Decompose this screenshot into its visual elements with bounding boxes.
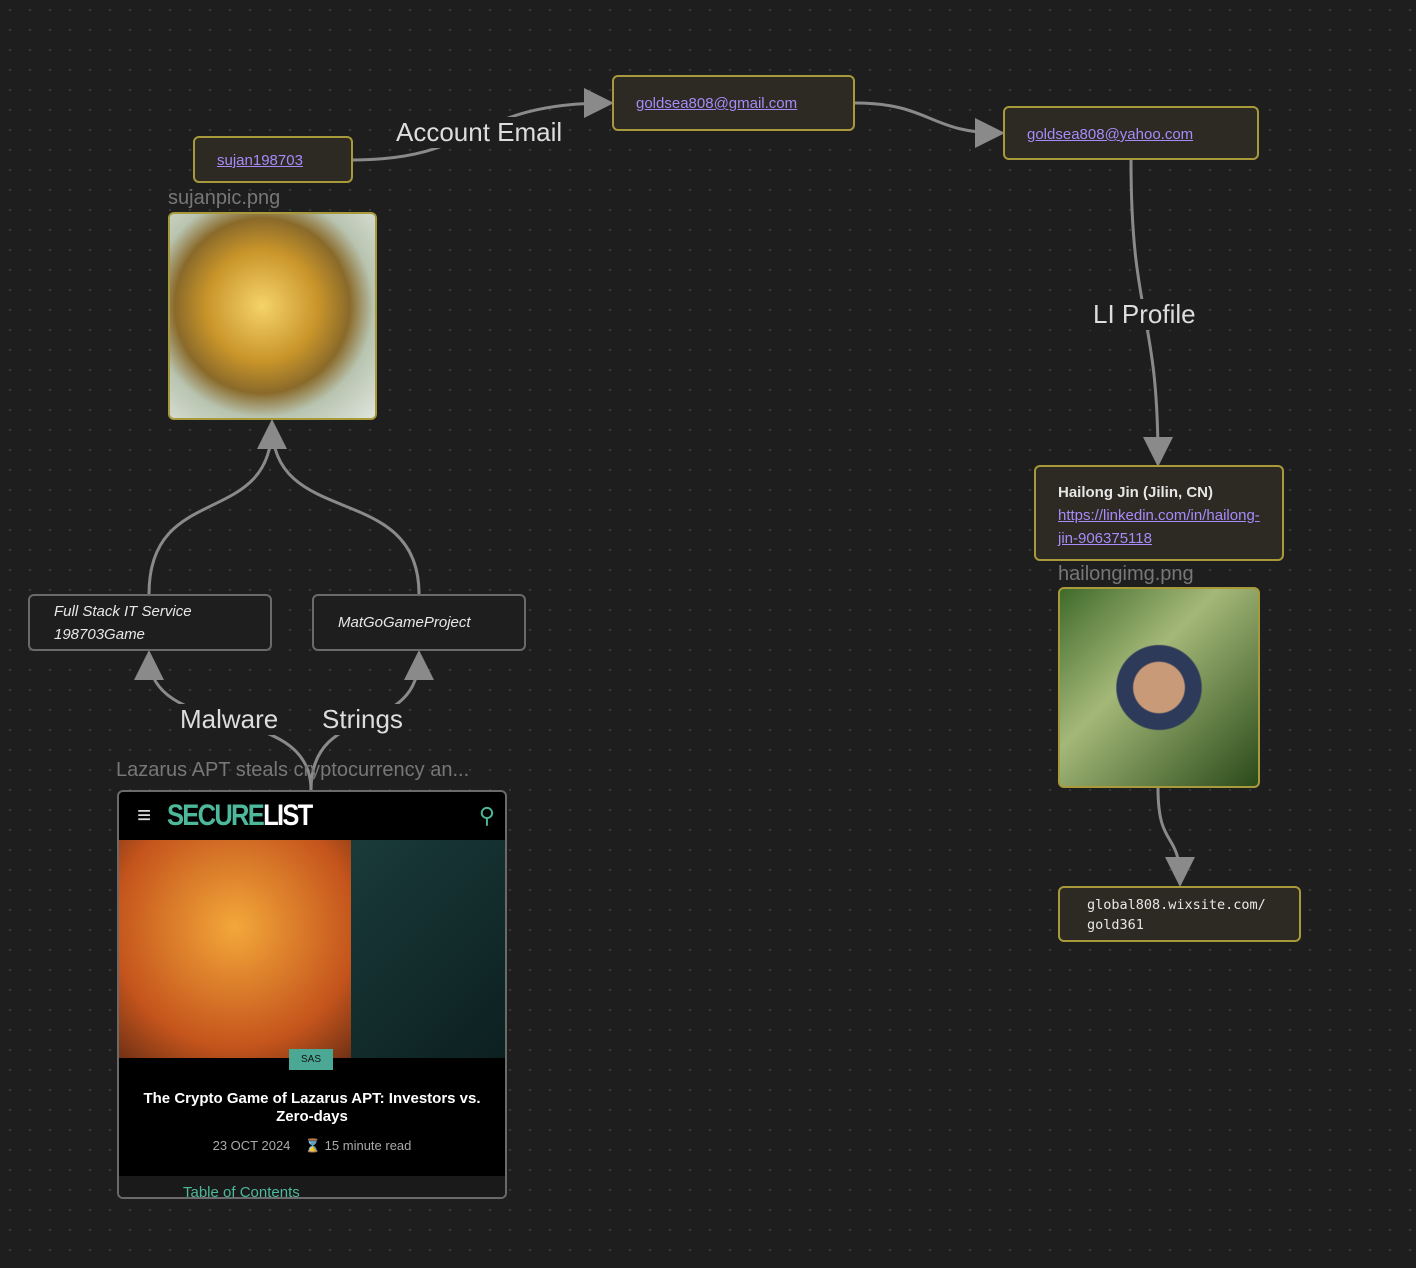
article-image: SAS bbox=[119, 840, 505, 1070]
node-hailong[interactable]: Hailong Jin (Jilin, CN) https://linkedin… bbox=[1034, 465, 1284, 561]
edge-label-li-profile: LI Profile bbox=[1089, 299, 1200, 330]
fullstack-line1: Full Stack IT Service bbox=[54, 602, 192, 620]
global-line2: gold361 bbox=[1087, 917, 1144, 933]
node-global[interactable]: global808.wixsite.com/ gold361 bbox=[1058, 886, 1301, 942]
gmail-link[interactable]: goldsea808@gmail.com bbox=[636, 95, 798, 112]
node-securelist[interactable]: ≡ SECURELIST ⚲ SAS The Crypto Game of La… bbox=[117, 790, 507, 1199]
edge-matgo-gold bbox=[270, 424, 421, 595]
search-icon: ⚲ bbox=[478, 803, 495, 828]
node-fullstack[interactable]: Full Stack IT Service 198703Game bbox=[28, 594, 272, 651]
linkedin-link[interactable]: https://linkedin.com/in/hailong-jin-9063… bbox=[1058, 507, 1260, 547]
article-title: The Crypto Game of Lazarus APT: Investor… bbox=[143, 1090, 481, 1125]
gold-image-label: sujanpic.png bbox=[168, 187, 281, 209]
toc-label: Table of Contents bbox=[183, 1184, 300, 1199]
logo-list: LIST bbox=[263, 799, 313, 832]
read-time: 15 minute read bbox=[324, 1138, 412, 1153]
tag-badge: SAS bbox=[289, 1049, 334, 1070]
hailong-image-label: hailongimg.png bbox=[1058, 563, 1194, 585]
edge-fullstack-gold bbox=[147, 419, 287, 595]
toc-bar[interactable]: Table of Contents bbox=[119, 1176, 505, 1199]
node-yahoo[interactable]: goldsea808@yahoo.com bbox=[1003, 106, 1259, 160]
sujan-link[interactable]: sujan198703 bbox=[217, 152, 303, 169]
edge-label-account-email: Account Email bbox=[392, 117, 567, 148]
edge-gmail-yahoo bbox=[854, 101, 1005, 148]
edge-photo-global bbox=[1156, 787, 1195, 887]
edge-label-strings: Strings bbox=[318, 704, 407, 735]
securelist-label: Lazarus APT steals cryptocurrency an... bbox=[116, 759, 470, 781]
fullstack-line2: 198703Game bbox=[54, 625, 145, 643]
hailong-name: Hailong Jin (Jilin, CN) bbox=[1058, 484, 1214, 501]
article-date: 23 OCT 2024 bbox=[212, 1138, 291, 1153]
node-gold-bars-image[interactable] bbox=[168, 212, 377, 420]
edge-label-malware: Malware bbox=[176, 704, 283, 735]
yahoo-link[interactable]: goldsea808@yahoo.com bbox=[1027, 126, 1194, 143]
matgo-text: MatGoGameProject bbox=[338, 614, 471, 631]
logo-secure: SECURE bbox=[167, 799, 265, 832]
node-sujan[interactable]: sujan198703 bbox=[193, 136, 353, 183]
node-hailong-photo[interactable] bbox=[1058, 587, 1260, 788]
hourglass-icon: ⌛ bbox=[304, 1138, 322, 1153]
node-gmail[interactable]: goldsea808@gmail.com bbox=[612, 75, 855, 131]
menu-icon: ≡ bbox=[137, 802, 152, 829]
global-line1: global808.wixsite.com/ bbox=[1087, 897, 1266, 913]
node-matgo[interactable]: MatGoGameProject bbox=[312, 594, 526, 651]
